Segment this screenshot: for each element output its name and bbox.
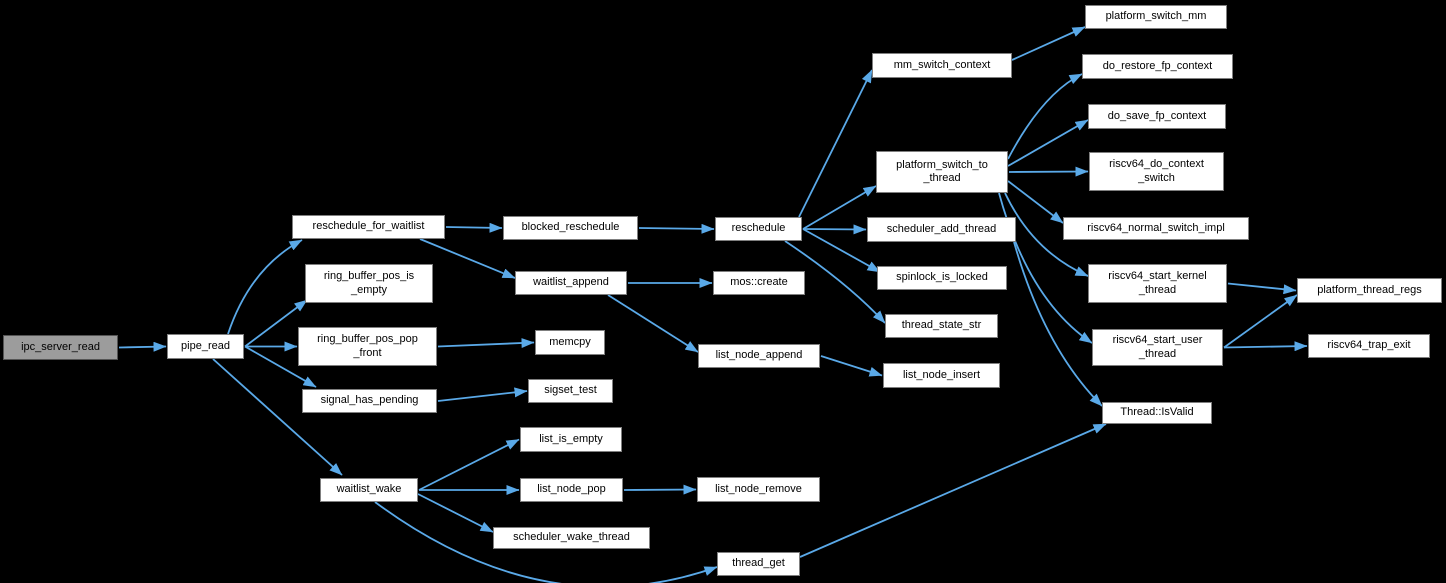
- edge-ipc_server_read-to-pipe_read: [118, 341, 167, 352]
- node-riscv64-start-kernel-thread[interactable]: riscv64_start_kernel _thread: [1088, 264, 1227, 303]
- edge-reschedule-to-thread_state_str: [784, 240, 886, 324]
- node-ipc-server-read: ipc_server_read: [3, 335, 118, 360]
- node-platform-thread-regs[interactable]: platform_thread_regs: [1297, 278, 1442, 303]
- node-waitlist-wake[interactable]: waitlist_wake: [320, 478, 418, 502]
- edge-reschedule-to-platform_switch_to_thread: [802, 185, 877, 230]
- edge-list_node_pop-to-list_node_remove: [623, 484, 697, 495]
- node-blocked-reschedule[interactable]: blocked_reschedule: [503, 216, 638, 240]
- node-ring-buffer-pos-pop-front[interactable]: ring_buffer_pos_pop _front: [298, 327, 437, 366]
- edge-scheduler_add_thread-to-thread_isvalid: [1013, 241, 1103, 407]
- edge-waitlist_wake-to-scheduler_wake_thread: [417, 493, 494, 533]
- node-do-save-fp-context[interactable]: do_save_fp_context: [1088, 104, 1226, 129]
- node-list-node-insert[interactable]: list_node_insert: [883, 363, 1000, 388]
- edge-signal_has_pending-to-sigset_test: [437, 387, 528, 402]
- node-signal-has-pending[interactable]: signal_has_pending: [302, 389, 437, 413]
- node-thread-get[interactable]: thread_get: [717, 552, 800, 576]
- node-riscv64-start-user-thread[interactable]: riscv64_start_user _thread: [1092, 329, 1223, 366]
- edge-pipe_read-to-ring_buffer_pos_is_empty: [244, 299, 308, 348]
- edge-riscv64_start_user_thread-to-riscv64_trap_exit: [1223, 341, 1308, 352]
- node-mos-create[interactable]: mos::create: [713, 271, 805, 295]
- edge-reschedule-to-mm_switch_context: [798, 69, 873, 218]
- edge-pipe_read-to-waitlist_wake: [212, 358, 343, 476]
- node-riscv64-normal-switch-impl[interactable]: riscv64_normal_switch_impl: [1063, 217, 1249, 240]
- edge-reschedule-to-scheduler_add_thread: [802, 224, 867, 235]
- edge-platform_switch_to_thread-to-riscv64_start_kernel_thread: [1004, 192, 1089, 277]
- node-riscv64-do-context-switch[interactable]: riscv64_do_context _switch: [1089, 152, 1224, 191]
- node-riscv64-trap-exit[interactable]: riscv64_trap_exit: [1308, 334, 1430, 358]
- node-reschedule-for-waitlist[interactable]: reschedule_for_waitlist: [292, 215, 445, 239]
- edge-platform_switch_to_thread-to-riscv64_do_context_switch: [1008, 166, 1089, 177]
- edge-blocked_reschedule-to-reschedule: [638, 223, 715, 234]
- edge-platform_switch_to_thread-to-riscv64_normal_switch_impl: [1007, 180, 1064, 224]
- node-waitlist-append[interactable]: waitlist_append: [515, 271, 627, 295]
- node-list-is-empty[interactable]: list_is_empty: [520, 427, 622, 452]
- node-thread-state-str[interactable]: thread_state_str: [885, 314, 998, 338]
- node-mm-switch-context[interactable]: mm_switch_context: [872, 53, 1012, 78]
- edge-pipe_read-to-signal_has_pending: [244, 345, 317, 388]
- edge-waitlist_wake-to-list_is_empty: [418, 438, 520, 491]
- node-platform-switch-to-thread[interactable]: platform_switch_to _thread: [876, 151, 1008, 193]
- node-scheduler-wake-thread[interactable]: scheduler_wake_thread: [493, 527, 650, 549]
- node-ring-buffer-pos-is-empty[interactable]: ring_buffer_pos_is _empty: [305, 264, 433, 303]
- node-do-restore-fp-context[interactable]: do_restore_fp_context: [1082, 54, 1233, 79]
- edge-riscv64_start_kernel_thread-to-platform_thread_regs: [1227, 282, 1297, 295]
- edge-pipe_read-to-reschedule_for_waitlist: [227, 239, 303, 335]
- edge-waitlist_wake-to-thread_get: [374, 501, 718, 583]
- edge-riscv64_start_user_thread-to-platform_thread_regs: [1223, 294, 1298, 349]
- edge-reschedule_for_waitlist-to-waitlist_append: [419, 238, 516, 279]
- edge-reschedule_for_waitlist-to-blocked_reschedule: [445, 222, 503, 233]
- edge-reschedule-to-spinlock_is_locked: [802, 228, 881, 273]
- node-reschedule[interactable]: reschedule: [715, 217, 802, 241]
- edge-mm_switch_context-to-platform_switch_mm: [1011, 26, 1086, 61]
- node-thread-isvalid[interactable]: Thread::IsValid: [1102, 402, 1212, 424]
- edge-platform_switch_to_thread-to-do_restore_fp_context: [1007, 73, 1083, 160]
- edge-list_node_append-to-list_node_insert: [820, 355, 883, 377]
- node-list-node-append[interactable]: list_node_append: [698, 344, 820, 368]
- node-scheduler-add-thread[interactable]: scheduler_add_thread: [867, 217, 1016, 242]
- edge-ring_buffer_pos_pop_front-to-memcpy: [437, 338, 535, 349]
- node-list-node-remove[interactable]: list_node_remove: [697, 477, 820, 502]
- node-sigset-test[interactable]: sigset_test: [528, 379, 613, 403]
- edge-platform_switch_to_thread-to-riscv64_start_user_thread: [998, 192, 1093, 344]
- node-list-node-pop[interactable]: list_node_pop: [520, 478, 623, 502]
- edge-waitlist_append-to-list_node_append: [607, 294, 699, 353]
- node-spinlock-is-locked[interactable]: spinlock_is_locked: [877, 266, 1007, 290]
- edge-group: [118, 26, 1308, 583]
- node-pipe-read[interactable]: pipe_read: [167, 334, 244, 359]
- edge-thread_get-to-thread_isvalid: [799, 423, 1107, 558]
- node-memcpy[interactable]: memcpy: [535, 330, 605, 355]
- node-platform-switch-mm[interactable]: platform_switch_mm: [1085, 5, 1227, 29]
- edge-platform_switch_to_thread-to-do_save_fp_context: [1007, 119, 1089, 167]
